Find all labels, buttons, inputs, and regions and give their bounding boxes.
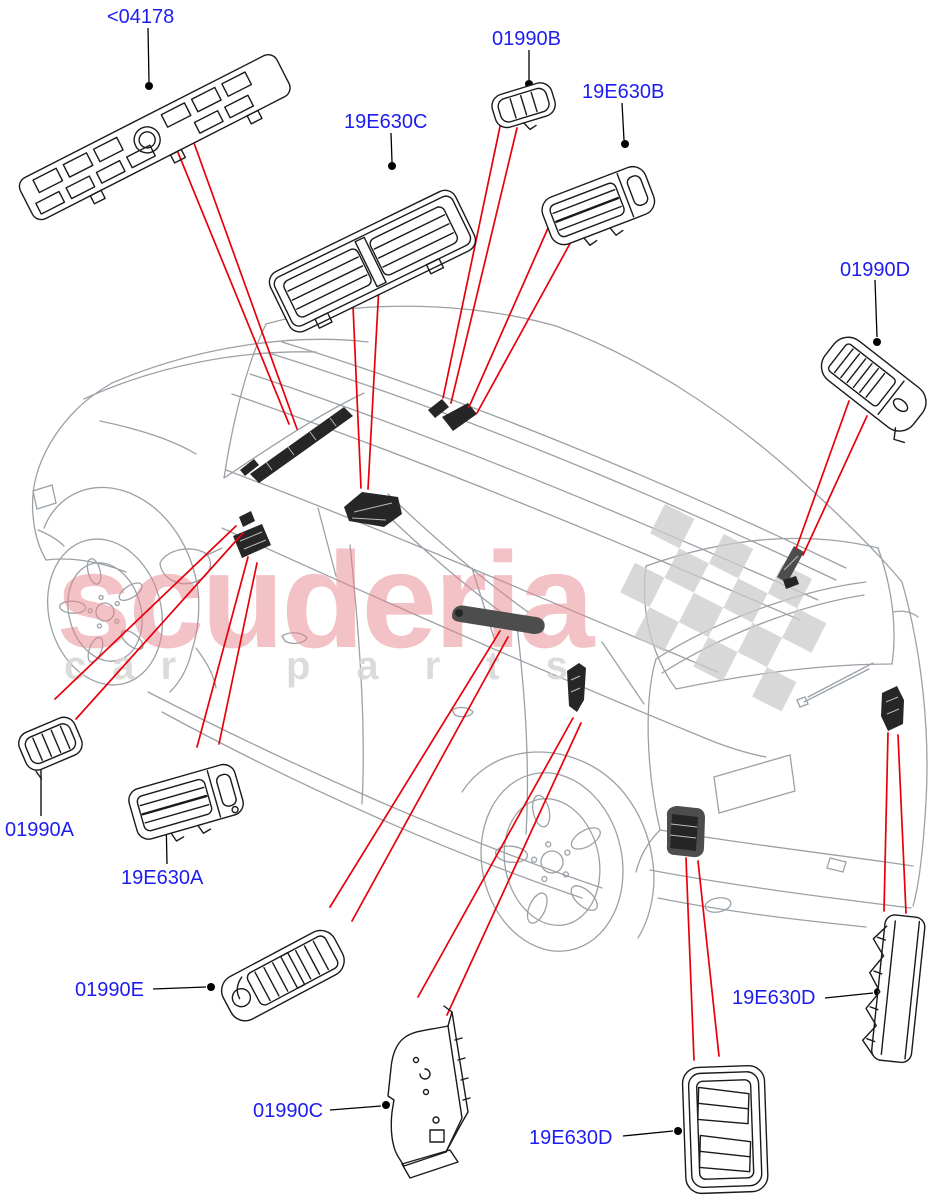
part-label-19E630D-lower[interactable]: 19E630D — [529, 1127, 613, 1149]
installed-part-locations — [233, 399, 904, 858]
part-drawing-04178-defroster-trim — [18, 54, 291, 221]
defroster-vent-location — [250, 407, 353, 483]
part-drawing-01990A-demister — [18, 716, 83, 780]
part-label-19E630D-right[interactable]: 19E630D — [732, 987, 816, 1009]
center-dash-vent-location — [344, 492, 402, 527]
side-vent-right-location — [442, 403, 477, 431]
part-label-01990A[interactable]: 01990A — [5, 819, 74, 841]
part-label-19E630C[interactable]: 19E630C — [344, 111, 428, 133]
part-label-01990D[interactable]: 01990D — [840, 259, 911, 281]
part-label-19E630A[interactable]: 19E630A — [121, 867, 204, 889]
rear-wheel — [480, 772, 624, 952]
part-label-01990C[interactable]: 01990C — [253, 1100, 324, 1122]
watermark-brand: scuderia — [56, 524, 594, 676]
part-drawing-01990D-pillar-vent — [820, 336, 927, 444]
part-drawing-19E630A-side-vent — [128, 763, 244, 842]
part-drawing-19E630D-duct — [861, 914, 926, 1064]
demister-left-location — [239, 511, 255, 527]
callout-leaders — [37, 27, 882, 1137]
rear-header-vent-location — [777, 546, 804, 583]
part-drawing-19E630D-extractor-vent — [681, 1064, 769, 1195]
part-drawing-19E630B-side-vent — [541, 165, 656, 246]
part-drawing-01990E-console-vent — [220, 929, 345, 1022]
c-pillar-duct-location — [567, 663, 586, 712]
watermark-tagline-car: car — [64, 644, 203, 688]
part-label-01990B[interactable]: 01990B — [492, 28, 561, 50]
watermark-tagline-parts: parts — [286, 644, 614, 688]
d-pillar-duct-location — [881, 686, 904, 731]
part-label-19E630B[interactable]: 19E630B — [582, 81, 665, 103]
part-drawing-19E630C-center-vents — [268, 189, 477, 333]
front-wheel — [46, 538, 164, 686]
side-demister-location — [428, 399, 449, 418]
part-drawing-01990C-console-duct — [387, 1005, 471, 1179]
red-locator-lines — [54, 116, 907, 1061]
part-label-04178[interactable]: <04178 — [107, 6, 175, 28]
part-label-01990E[interactable]: 01990E — [75, 979, 144, 1001]
checkered-flag-watermark — [620, 504, 827, 712]
rear-console-vent-location — [452, 605, 545, 634]
part-drawing-01990B-demister — [491, 82, 556, 131]
side-vent-left-location — [233, 524, 271, 558]
